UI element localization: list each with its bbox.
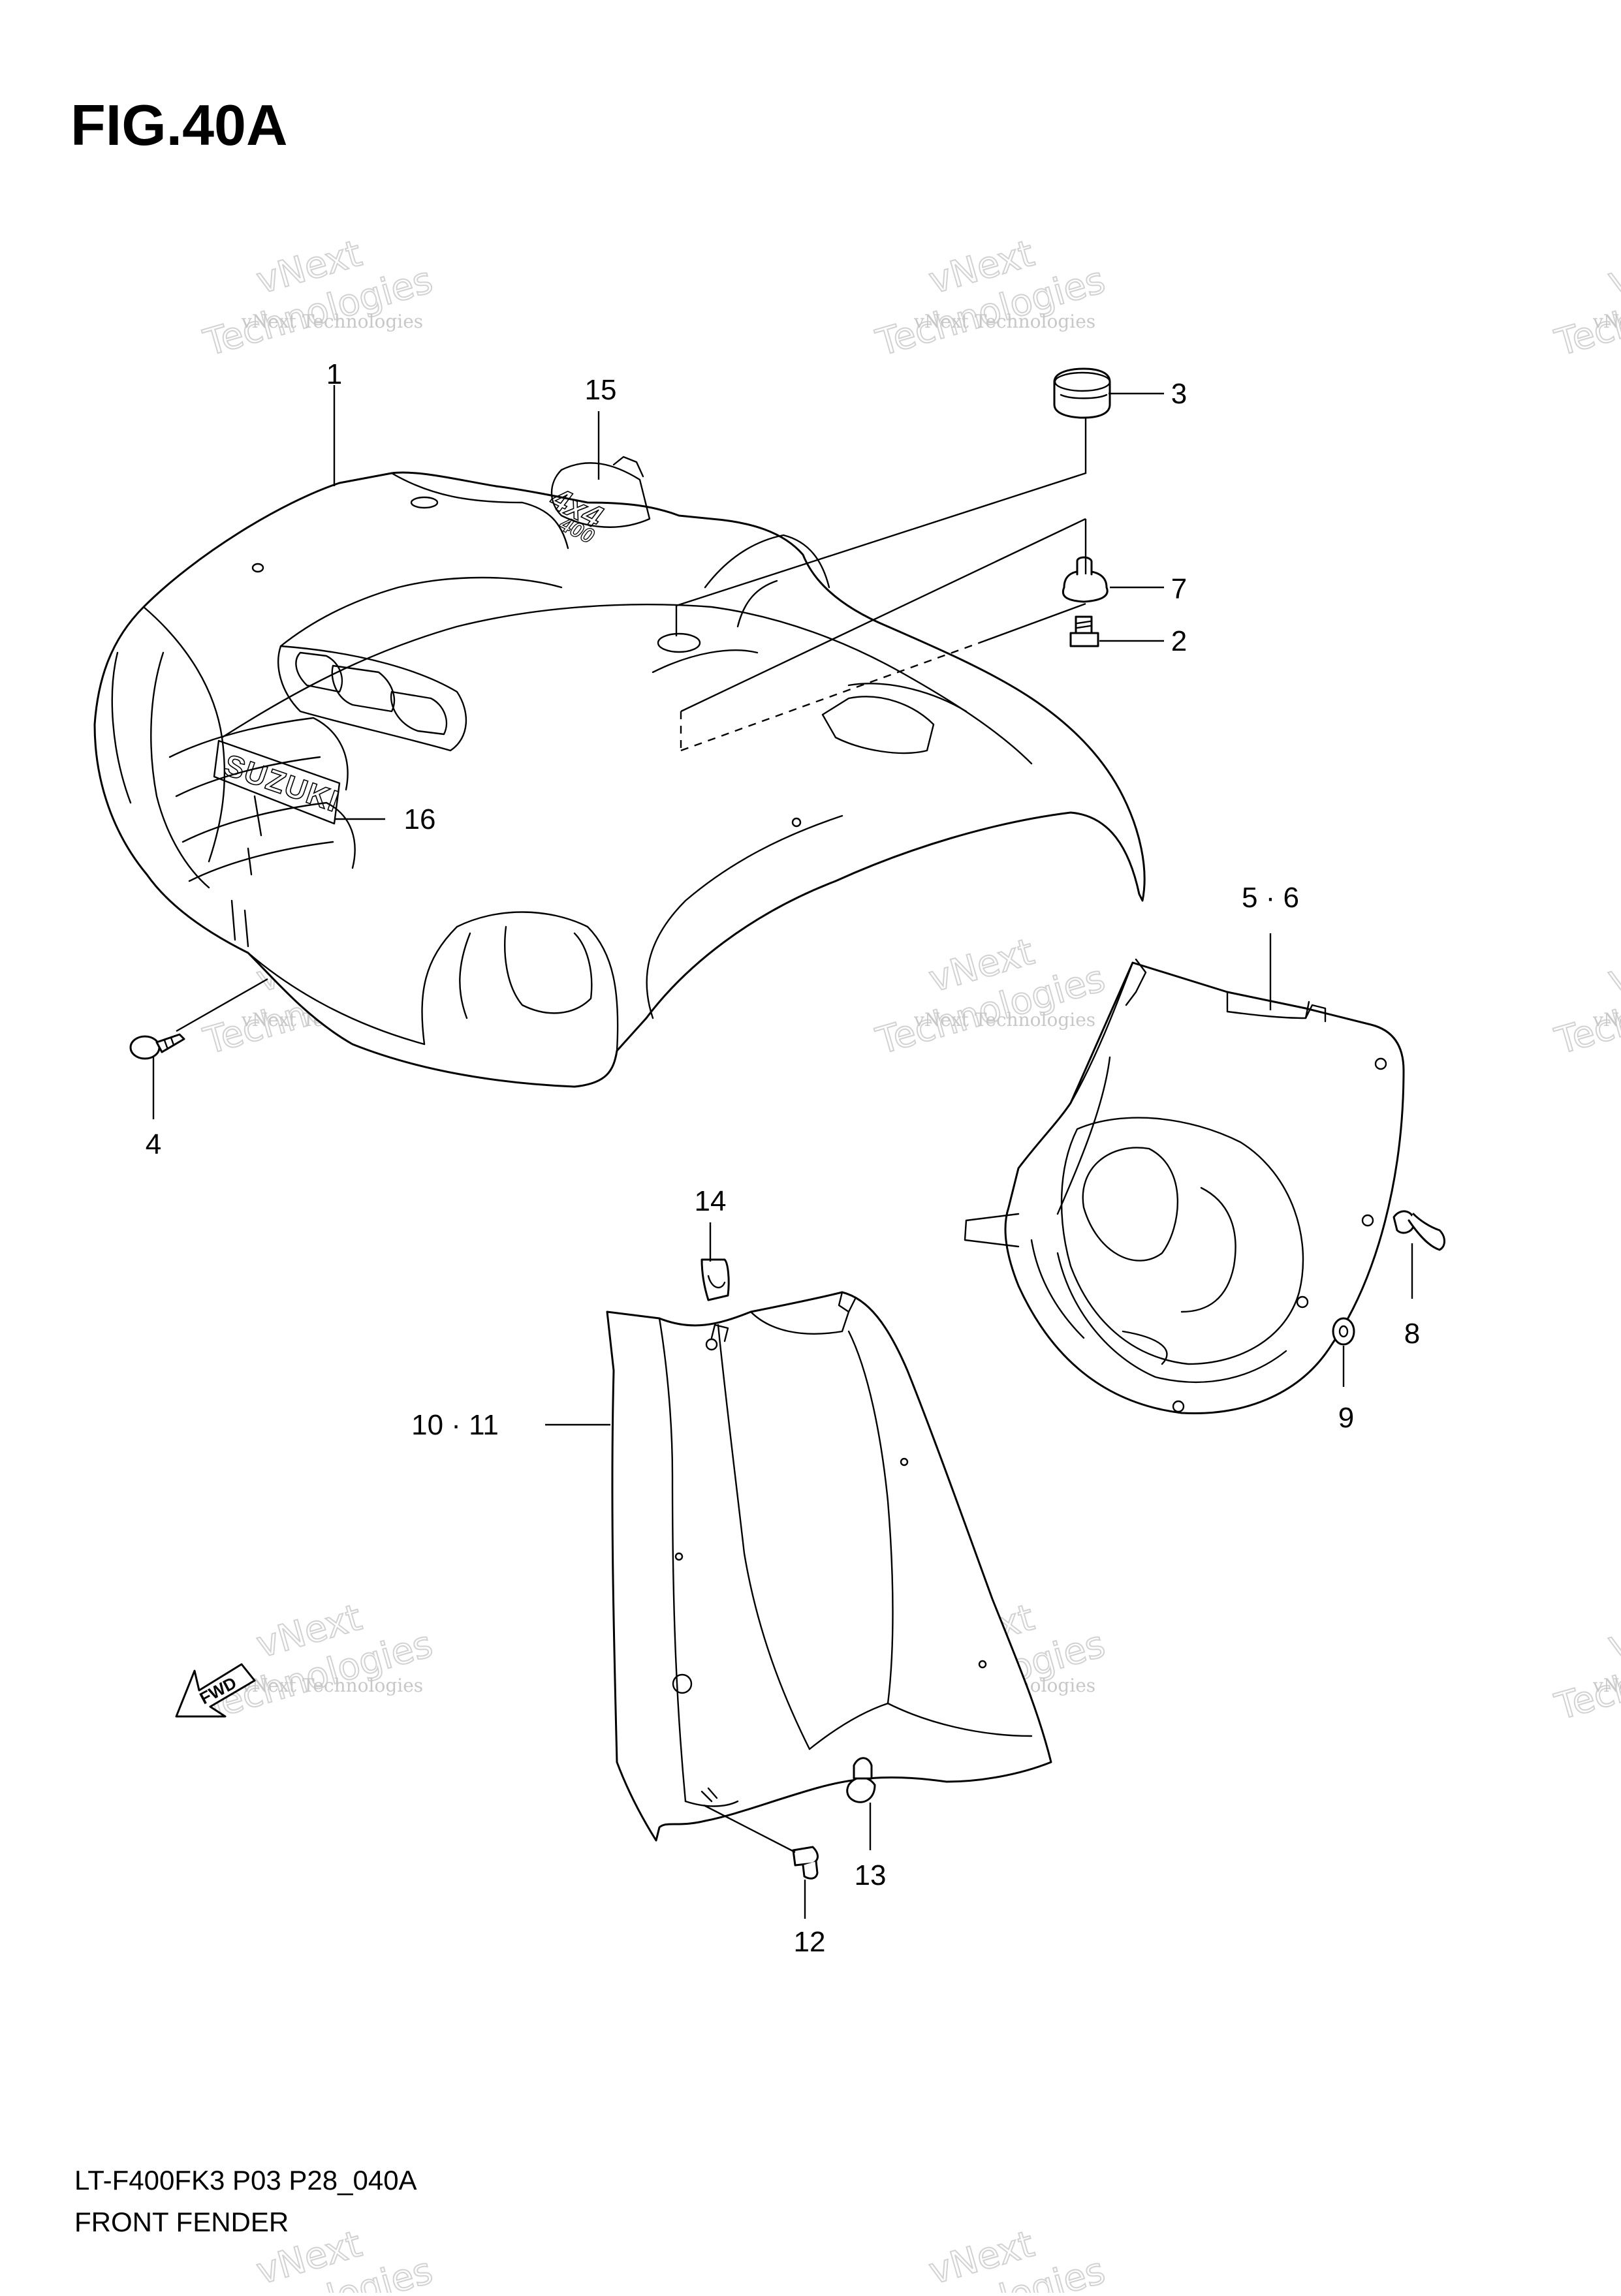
clip-nut-part-14 — [700, 1258, 730, 1301]
watermark-line1: vNext — [1603, 232, 1621, 303]
watermark-line1: vNext — [1603, 931, 1621, 1001]
collar-part-7 — [1062, 556, 1109, 603]
watermark-line2: vNext Technologies — [913, 1009, 1095, 1031]
callout-8: 8 — [1404, 1318, 1420, 1350]
watermark-line2: vNext Technologies — [913, 311, 1095, 332]
callout-2: 2 — [1171, 625, 1187, 657]
watermark-line2: vNext Technologies — [1592, 311, 1621, 332]
clip-part-13 — [846, 1757, 876, 1803]
leader-lines — [152, 385, 1413, 1919]
figure-title: FIG.40A — [71, 93, 288, 157]
model-code: LT-F400FK3 P03 P28_040A — [74, 2165, 417, 2195]
callout-9: 9 — [1338, 1402, 1354, 1434]
callout-3: 3 — [1171, 378, 1187, 410]
watermark-line2: vNext Technologies — [241, 311, 423, 332]
callout-15: 15 — [585, 374, 617, 406]
callout-5-6: 5 · 6 — [1242, 882, 1299, 914]
watermark-line1: vNext — [1603, 1596, 1621, 1667]
callout-labels: 1 2 3 4 5 · 6 7 8 9 10 · 11 12 13 14 15 … — [146, 358, 1420, 1958]
callout-7: 7 — [1171, 573, 1187, 605]
callout-12: 12 — [794, 1926, 826, 1958]
callout-13: 13 — [855, 1859, 887, 1891]
bolt-part-2 — [1069, 615, 1099, 647]
watermark-line2: vNext Technologies — [241, 1675, 423, 1696]
watermark-line2: vNext Technologies — [1592, 1675, 1621, 1696]
callout-4: 4 — [146, 1128, 161, 1160]
callout-1: 1 — [326, 358, 342, 390]
grommet-part-3 — [1053, 367, 1111, 419]
clip-part-12 — [792, 1846, 819, 1880]
watermark-line2: vNext Technologies — [1592, 1009, 1621, 1031]
callout-16: 16 — [404, 803, 436, 835]
washer-part-9 — [1332, 1317, 1355, 1346]
callout-14: 14 — [695, 1185, 727, 1217]
screw-part-4 — [129, 1033, 185, 1060]
inner-mudguard — [606, 1291, 1052, 1842]
clip-part-8 — [1393, 1210, 1445, 1251]
side-mudguard — [964, 958, 1405, 1415]
callout-10-11: 10 · 11 — [411, 1409, 499, 1441]
front-fender-shell: SUZUKI 4x4 400 — [93, 456, 1146, 1088]
figure-caption: FRONT FENDER — [74, 2207, 289, 2237]
